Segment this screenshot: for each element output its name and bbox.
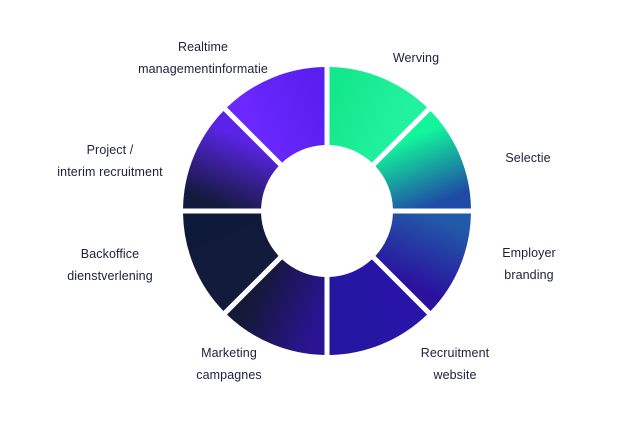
segment-selectie — [375, 110, 471, 209]
segment-werving — [329, 67, 428, 163]
segment-project-interim-recruitment — [183, 110, 279, 209]
label-wervingg: Werving — [392, 51, 440, 65]
label-backoffice-dienstverlening: Backoffice dienstverlening — [67, 247, 153, 283]
segment-recruitment-website — [329, 259, 428, 355]
label-realtime-managementinformatie: Realtime managementinformatie — [138, 40, 268, 76]
segment-backoffice-dienstverlening — [183, 213, 279, 312]
segment-realtime-managementinformatie — [226, 67, 325, 163]
segment-employer-branding — [375, 213, 471, 312]
label-employer-branding: Employer branding — [502, 246, 556, 282]
segment-marketing-campagnes — [226, 259, 325, 355]
label-project-interim-recruitment: Project / interim recruitment — [57, 143, 163, 179]
label-marketing-campagnes: Marketing campagnes — [196, 346, 262, 382]
label-recruitment-website: Recruitment website — [420, 346, 490, 382]
label-selectie: Selectie — [505, 151, 551, 165]
